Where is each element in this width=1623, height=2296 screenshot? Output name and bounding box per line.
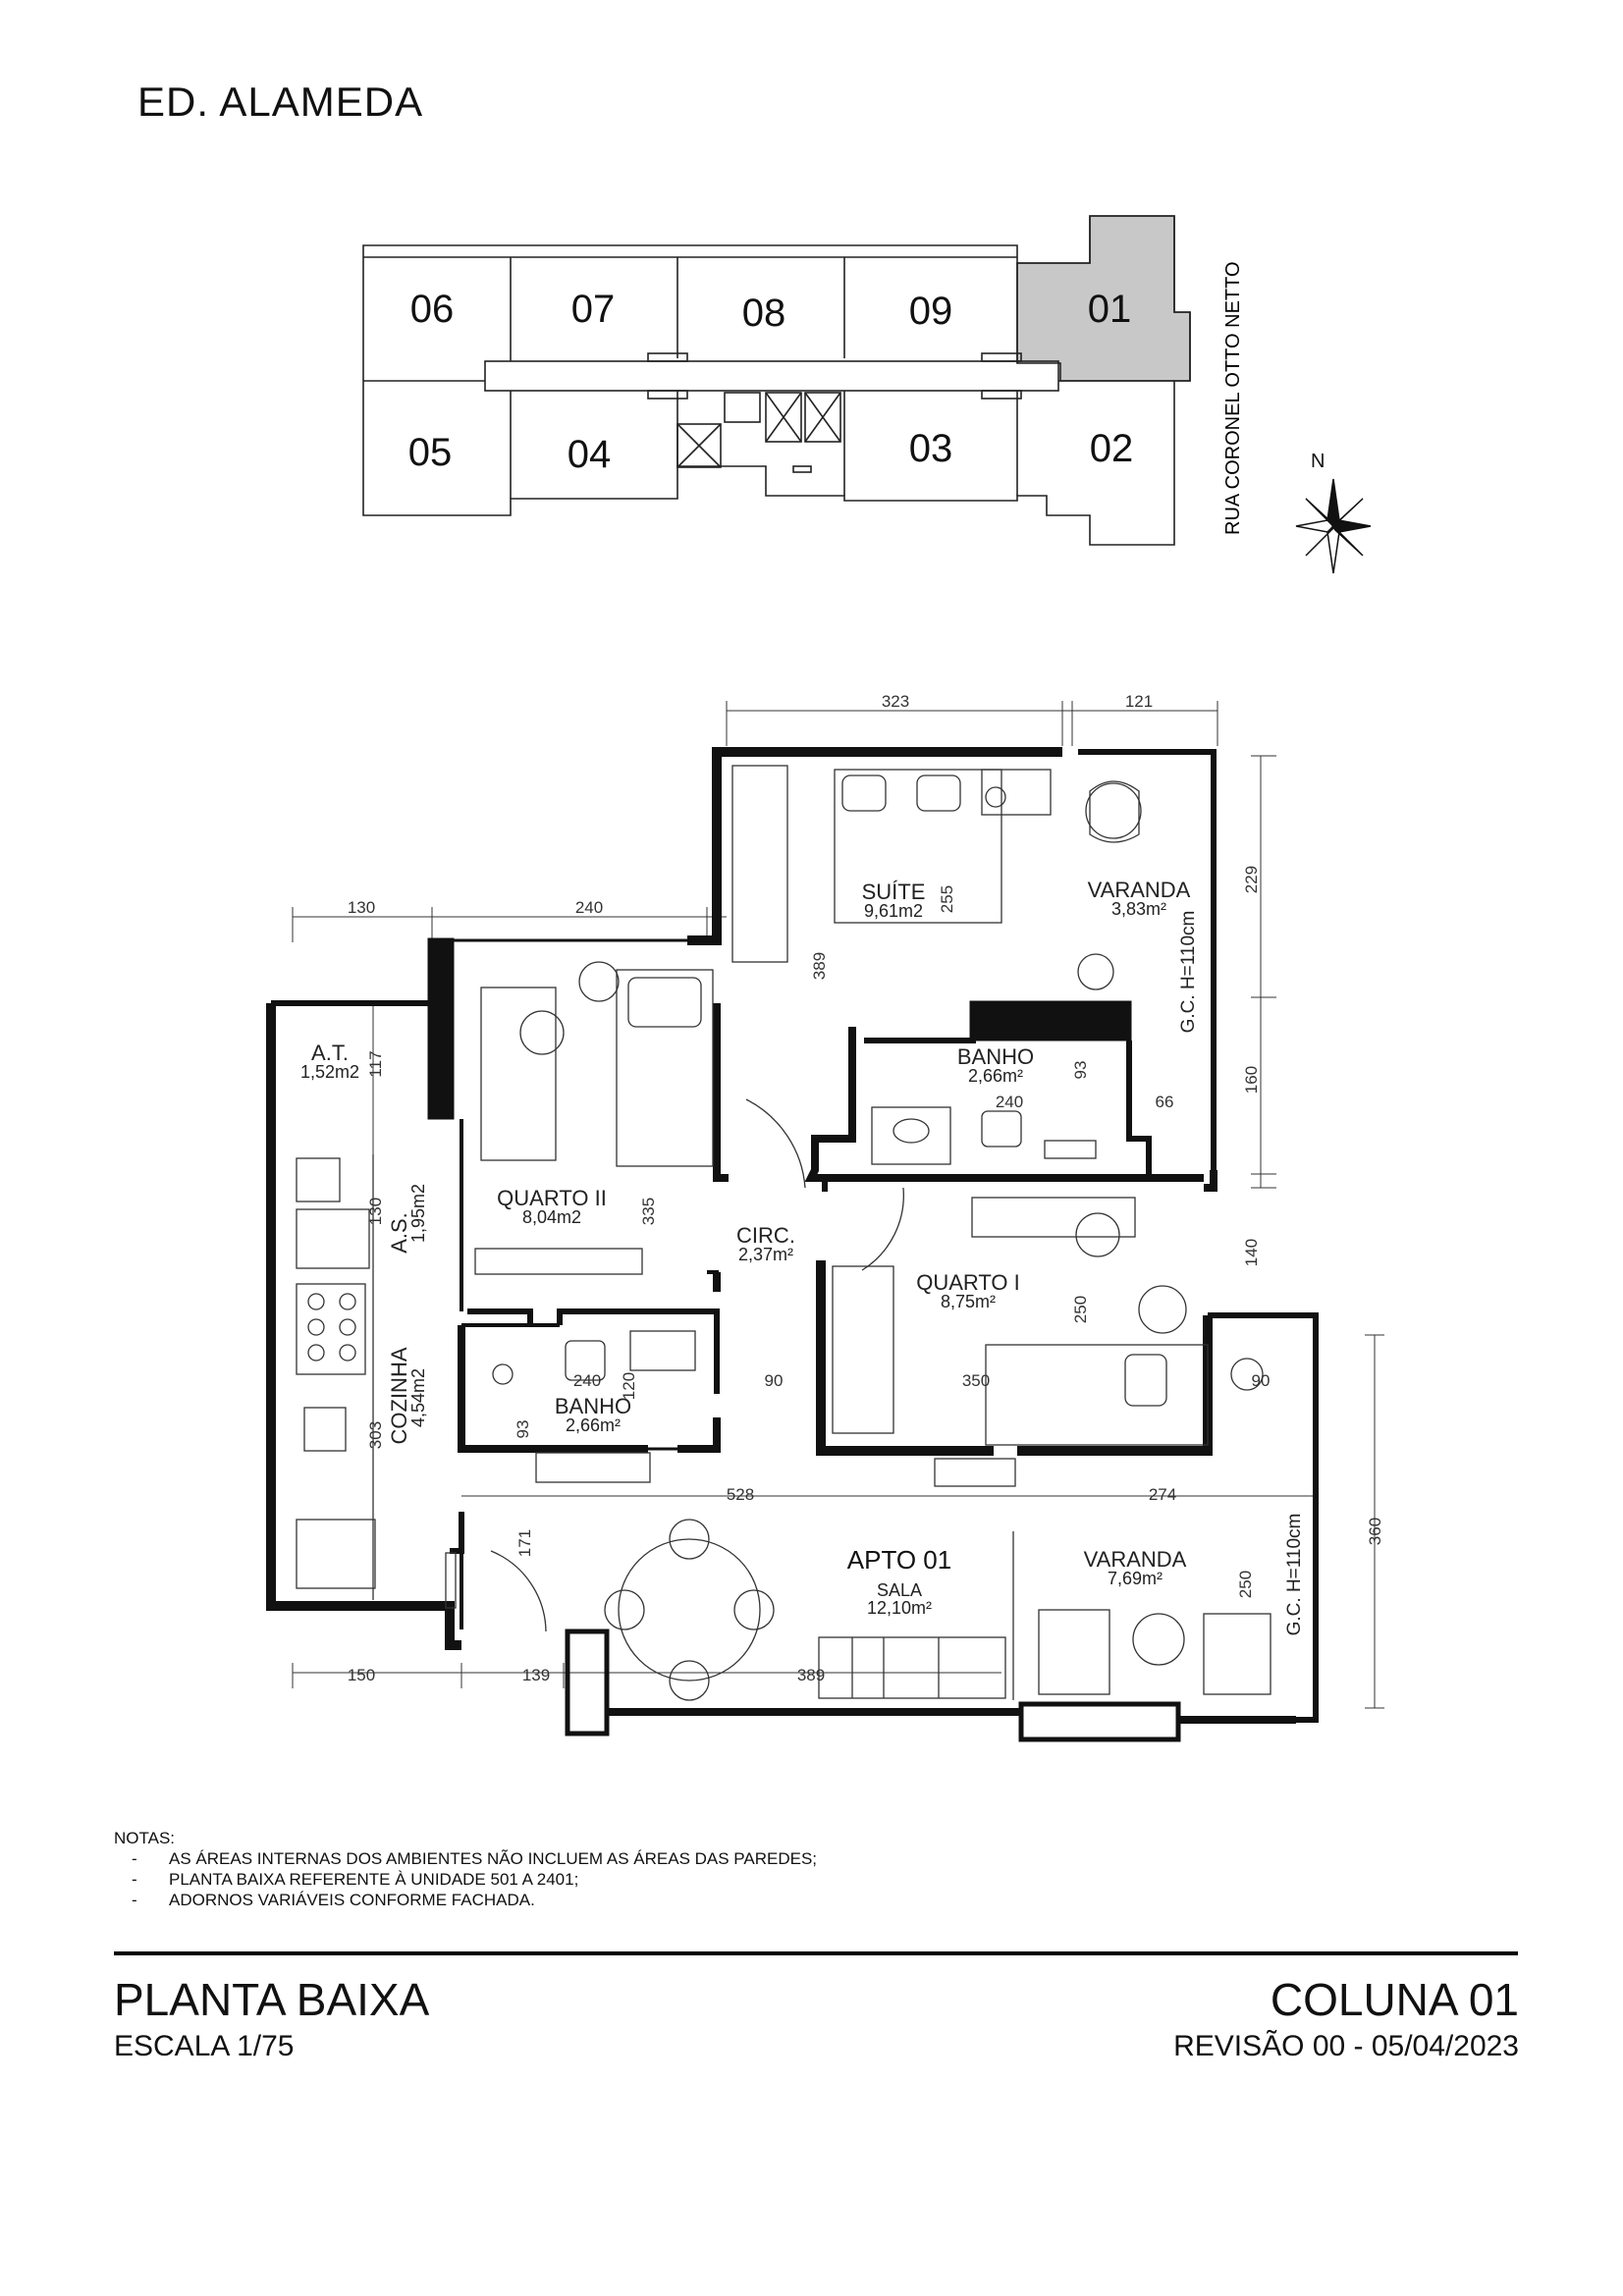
dimension-label: 250: [1071, 1296, 1090, 1323]
room-area-at: 1,52m2: [300, 1062, 359, 1082]
room-area-quarto-2: 8,04m2: [522, 1207, 581, 1227]
room-name-banho: BANHO: [555, 1394, 631, 1418]
floor-plan-drawing: 06 07 08 09 01 05 04 03 02 RUA CORONEL O…: [266, 215, 1384, 1742]
dimension-label: 171: [515, 1529, 534, 1557]
dimension-label: 130: [366, 1198, 385, 1225]
room-name-varanda-suite: VARANDA: [1088, 878, 1191, 902]
note-item: -AS ÁREAS INTERNAS DOS AMBIENTES NÃO INC…: [132, 1849, 818, 1868]
key-plan-unit: 03: [909, 427, 953, 470]
dimension-label: 240: [575, 898, 603, 917]
dimension-label: 90: [765, 1371, 784, 1390]
guard-rail-label: G.C. H=110cm: [1284, 1514, 1305, 1636]
dimension-label: 139: [522, 1666, 550, 1684]
dimension-label: 389: [810, 952, 829, 980]
room-area-as: 1,95m2: [408, 1184, 428, 1243]
building-title: ED. ALAMEDA: [137, 79, 424, 125]
notes: NOTAS: -AS ÁREAS INTERNAS DOS AMBIENTES …: [114, 1828, 817, 1910]
key-plan-unit: 06: [410, 288, 455, 331]
room-area-circ: 2,37m²: [738, 1245, 793, 1264]
dimension-label: 130: [348, 898, 375, 917]
dimension-label: 93: [514, 1420, 532, 1439]
dimension-label: 528: [727, 1485, 754, 1504]
key-plan-unit: 01: [1088, 288, 1132, 331]
title-block-divider: [114, 1951, 1518, 1955]
dimension-label: 117: [366, 1050, 385, 1077]
room-area-varanda-sala: 7,69m²: [1108, 1569, 1163, 1588]
dimension-label: 150: [348, 1666, 375, 1684]
apartment-label: APTO 01: [847, 1545, 951, 1575]
guard-rail-label: G.C. H=110cm: [1178, 911, 1199, 1034]
room-name-circ: CIRC.: [736, 1223, 795, 1248]
key-plan-unit: 05: [408, 431, 453, 474]
dimension-label: 250: [1236, 1571, 1255, 1598]
dimension-label: 303: [366, 1421, 385, 1449]
dimension-label: 229: [1242, 866, 1261, 893]
room-name-quarto-2: QUARTO II: [497, 1186, 607, 1210]
key-plan-unit: 02: [1090, 427, 1134, 470]
note-text: PLANTA BAIXA REFERENTE À UNIDADE 501 A 2…: [169, 1870, 579, 1889]
dimension-label: 93: [1071, 1061, 1090, 1080]
dimension-label: 335: [639, 1198, 658, 1225]
plan-scale: ESCALA 1/75: [114, 2030, 295, 2062]
room-name-banho-suite: BANHO: [957, 1044, 1034, 1069]
north-label: N: [1311, 451, 1325, 472]
room-area-banho: 2,66m²: [566, 1415, 621, 1435]
column-title: COLUNA 01: [1270, 1974, 1519, 2025]
dimension-label: 240: [573, 1371, 601, 1390]
dimension-label: 360: [1366, 1518, 1384, 1545]
north-arrow-icon: N: [1295, 451, 1372, 574]
dimension-label: 255: [938, 885, 956, 913]
revision-label: REVISÃO 00 - 05/04/2023: [1173, 2030, 1519, 2062]
dimension-label: 240: [996, 1093, 1023, 1111]
walls: [266, 747, 1319, 1742]
plan-title: PLANTA BAIXA: [114, 1974, 430, 2025]
key-plan-unit: 09: [909, 290, 953, 333]
note-item: -ADORNOS VARIÁVEIS CONFORME FACHADA.: [132, 1891, 535, 1909]
dimension-label: 121: [1125, 692, 1153, 711]
room-name-cozinha: COZINHA: [387, 1347, 411, 1444]
key-plan-unit: 07: [571, 288, 616, 331]
room-name-sala: SALA: [877, 1580, 922, 1600]
note-text: AS ÁREAS INTERNAS DOS AMBIENTES NÃO INCL…: [169, 1849, 818, 1868]
dimension-label: 66: [1156, 1093, 1174, 1111]
room-name-as: A.S.: [387, 1212, 411, 1254]
dimension-label: 350: [962, 1371, 990, 1390]
furniture: [296, 765, 1271, 1701]
key-plan: [362, 215, 1191, 546]
note-text: ADORNOS VARIÁVEIS CONFORME FACHADA.: [169, 1891, 535, 1909]
dimension-label: 274: [1149, 1485, 1176, 1504]
room-area-suite: 9,61m2: [864, 901, 923, 921]
dimension-label: 323: [882, 692, 909, 711]
street-label: RUA CORONEL OTTO NETTO: [1222, 261, 1244, 535]
dimension-label: 90: [1252, 1371, 1271, 1390]
room-area-banho-suite: 2,66m²: [968, 1066, 1023, 1086]
dimension-label: 140: [1242, 1239, 1261, 1266]
room-area-cozinha: 4,54m2: [408, 1368, 428, 1427]
key-plan-unit: 04: [568, 433, 612, 476]
room-name-suite: SUÍTE: [862, 880, 926, 904]
dimension-lines: [292, 701, 1384, 1709]
dimension-label: 120: [620, 1372, 638, 1400]
room-name-varanda-sala: VARANDA: [1084, 1547, 1187, 1572]
note-item: -PLANTA BAIXA REFERENTE À UNIDADE 501 A …: [132, 1870, 579, 1889]
key-plan-outline: [362, 215, 1191, 546]
notes-title: NOTAS:: [114, 1829, 176, 1847]
key-plan-unit: 08: [742, 292, 786, 335]
room-name-at: A.T.: [311, 1041, 349, 1065]
dimension-label: 389: [797, 1666, 825, 1684]
dimension-label: 160: [1242, 1066, 1261, 1094]
room-area-sala: 12,10m²: [867, 1598, 932, 1618]
room-area-quarto-1: 8,75m²: [941, 1292, 996, 1311]
room-area-varanda-suite: 3,83m²: [1111, 899, 1166, 919]
room-name-quarto-1: QUARTO I: [916, 1270, 1020, 1295]
